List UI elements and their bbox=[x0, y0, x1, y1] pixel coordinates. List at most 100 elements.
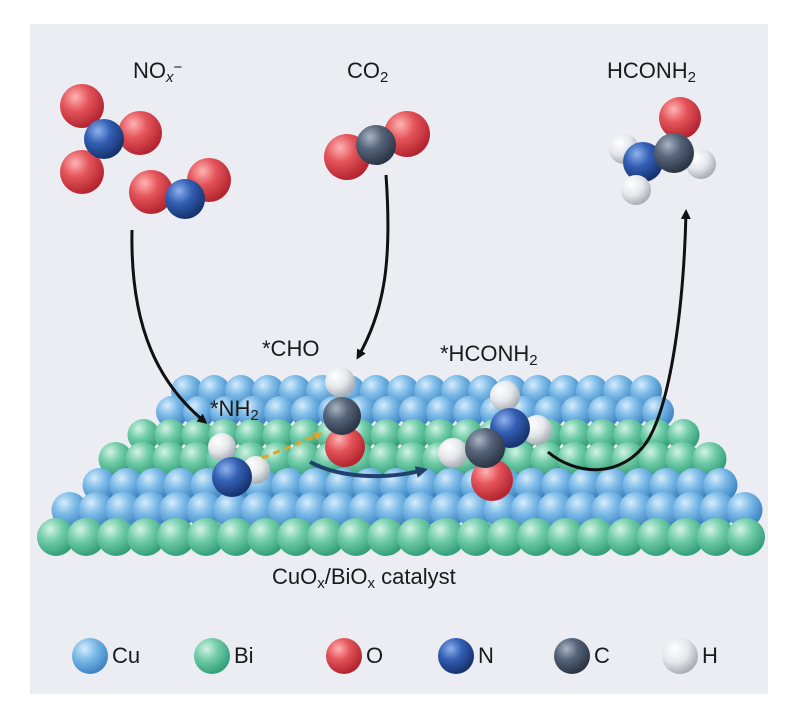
bi-surface-atom bbox=[530, 442, 565, 476]
bi-surface-atom bbox=[277, 518, 315, 556]
nox-arrow bbox=[130, 229, 208, 424]
bi-surface-atom bbox=[368, 442, 403, 476]
bi-surface-atom bbox=[667, 419, 700, 451]
bi-surface-atom bbox=[235, 419, 268, 451]
cu-surface-atom bbox=[642, 396, 674, 428]
label-co2: CO2 bbox=[347, 58, 389, 86]
bi-surface-atom bbox=[457, 518, 495, 556]
bi-surface-atom bbox=[157, 518, 195, 556]
cu-surface-atom bbox=[264, 396, 296, 428]
bi-surface-atom bbox=[547, 518, 585, 556]
nitrite-molecule bbox=[129, 158, 231, 219]
label-nox: NOx− bbox=[133, 58, 183, 86]
bi-surface-atom bbox=[217, 518, 255, 556]
legend-label-n: N bbox=[478, 643, 494, 668]
bi-surface-atom bbox=[127, 419, 160, 451]
cu-surface-atom bbox=[561, 396, 593, 428]
bi-surface-atom bbox=[727, 518, 765, 556]
bi-surface-atom bbox=[517, 518, 555, 556]
bi-surface-atom bbox=[640, 419, 673, 451]
cu-surface-atom bbox=[372, 396, 404, 428]
cu-surface-atom bbox=[186, 492, 223, 528]
bi-surface-atom bbox=[307, 518, 345, 556]
bi-surface-atom bbox=[98, 442, 133, 476]
legend-swatch-h bbox=[662, 638, 698, 674]
bi-surface-atom bbox=[577, 518, 615, 556]
bi-surface-atom bbox=[607, 518, 645, 556]
legend-label-cu: Cu bbox=[112, 643, 141, 668]
bi-surface-atom bbox=[586, 419, 619, 451]
bi-surface-atom bbox=[67, 518, 105, 556]
cu-surface-atom bbox=[156, 396, 188, 428]
cu-surface-atom bbox=[588, 396, 620, 428]
bi-surface-atom bbox=[692, 442, 727, 476]
nitrate-molecule bbox=[60, 84, 162, 194]
bi-surface-atom bbox=[613, 419, 646, 451]
legend-label-o: O bbox=[366, 643, 384, 668]
legend bbox=[72, 638, 698, 674]
bi-surface-atom bbox=[397, 518, 435, 556]
legend-label-bi: Bi bbox=[234, 643, 254, 668]
legend-swatch-o bbox=[326, 638, 362, 674]
legend-label-c: C bbox=[594, 643, 610, 668]
legend-swatch-bi bbox=[194, 638, 230, 674]
cu-surface-atom bbox=[159, 492, 196, 528]
label-nh2: *NH2 bbox=[210, 396, 259, 424]
coupling-arrow bbox=[261, 432, 323, 460]
label-cho: *CHO bbox=[262, 336, 320, 361]
catalyst-surface bbox=[37, 375, 765, 556]
bi-surface-atom bbox=[638, 442, 673, 476]
bi-surface-atom bbox=[181, 419, 214, 451]
bi-surface-atom bbox=[152, 442, 187, 476]
adsorbed-hconh2 bbox=[438, 381, 552, 501]
bi-surface-atom bbox=[427, 518, 465, 556]
bi-surface-atom bbox=[247, 518, 285, 556]
cu-surface-atom bbox=[453, 396, 485, 428]
cu-surface-atom bbox=[426, 396, 458, 428]
legend-swatch-cu bbox=[72, 638, 108, 674]
adsorbed-nh2 bbox=[208, 433, 270, 497]
cu-surface-atom bbox=[456, 492, 493, 528]
label-catalyst: CuOx/BiOx catalyst bbox=[272, 564, 456, 592]
bi-surface-atom bbox=[637, 518, 675, 556]
bi-surface-atom bbox=[665, 442, 700, 476]
label-hconh2: HCONH2 bbox=[607, 58, 697, 86]
legend-label-h: H bbox=[702, 643, 718, 668]
bi-surface-atom bbox=[487, 518, 525, 556]
bi-surface-atom bbox=[187, 518, 225, 556]
cu-surface-atom bbox=[615, 396, 647, 428]
cu-surface-atom bbox=[399, 396, 431, 428]
legend-swatch-c bbox=[554, 638, 590, 674]
co2-arrow bbox=[356, 174, 390, 360]
bi-surface-atom bbox=[125, 442, 160, 476]
bi-surface-atom bbox=[370, 419, 403, 451]
bi-surface-atom bbox=[697, 518, 735, 556]
adsorbed-cho bbox=[323, 367, 365, 467]
cu-surface-atom bbox=[699, 492, 736, 528]
co2-molecule bbox=[324, 111, 430, 180]
label-hconh2-adsorbed: *HCONH2 bbox=[440, 341, 538, 369]
bi-surface-atom bbox=[559, 419, 592, 451]
cu-surface-atom bbox=[210, 396, 242, 428]
bi-surface-atom bbox=[127, 518, 165, 556]
bi-surface-atom bbox=[397, 419, 430, 451]
bi-surface-atom bbox=[287, 442, 322, 476]
formamide-molecule bbox=[609, 97, 716, 205]
surface-transfer-arrow bbox=[309, 460, 428, 479]
bi-surface-atom bbox=[154, 419, 187, 451]
bi-surface-atom bbox=[179, 442, 214, 476]
bi-surface-atom bbox=[97, 518, 135, 556]
cu-surface-atom bbox=[237, 396, 269, 428]
product-arrow bbox=[547, 209, 691, 472]
cu-surface-atom bbox=[726, 492, 763, 528]
bi-surface-atom bbox=[667, 518, 705, 556]
cu-surface-atom bbox=[291, 396, 323, 428]
bi-surface-atom bbox=[337, 518, 375, 556]
cu-surface-atom bbox=[429, 492, 466, 528]
bi-surface-atom bbox=[503, 442, 538, 476]
bi-surface-atom bbox=[367, 518, 405, 556]
legend-swatch-n bbox=[438, 638, 474, 674]
bi-surface-atom bbox=[262, 419, 295, 451]
bi-surface-atom bbox=[37, 518, 75, 556]
